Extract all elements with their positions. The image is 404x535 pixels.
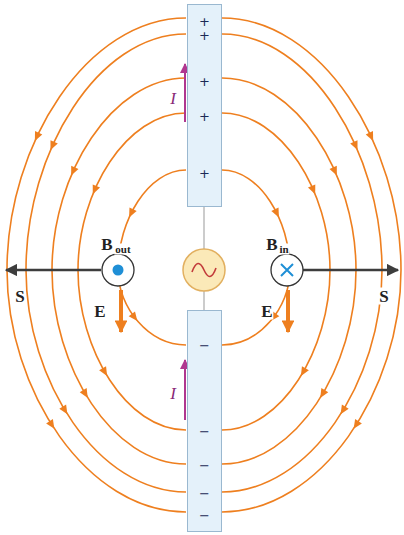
field-arrowhead — [89, 184, 100, 195]
field-arrowhead — [126, 208, 137, 220]
field-arrowhead — [99, 366, 110, 378]
field-line — [26, 34, 186, 492]
negative-charge: − — [199, 339, 210, 352]
antenna-rod: − − − − − — [187, 310, 222, 532]
field-arrowhead — [337, 404, 349, 416]
field-arrowhead — [308, 184, 319, 195]
field-arrowhead — [31, 131, 42, 143]
e-field-label: E — [260, 303, 273, 320]
negative-charge: − — [199, 487, 210, 500]
e-field-arrow — [286, 290, 290, 332]
antenna-rod: +++++ — [187, 4, 222, 207]
b-field-label: B — [265, 236, 278, 253]
ac-source — [183, 249, 225, 291]
poynting-label: S — [14, 288, 25, 305]
field-line — [7, 18, 186, 512]
field-arrowhead — [68, 166, 79, 177]
field-line — [222, 34, 382, 492]
field-arrowhead — [297, 366, 308, 378]
negative-charge: − — [199, 425, 210, 438]
subscript-label: in — [278, 244, 289, 255]
poynting-label: S — [378, 288, 389, 305]
b-field-dot — [113, 265, 124, 276]
current-arrow — [184, 64, 186, 122]
e-field-arrow — [119, 290, 123, 332]
field-arrowhead — [350, 419, 362, 431]
positive-charge: + — [199, 29, 210, 42]
positive-charge: + — [199, 15, 210, 28]
b-field-cross — [281, 264, 293, 276]
field-arrowhead — [59, 404, 71, 416]
feed-wire — [204, 207, 205, 249]
current-label: I — [169, 90, 177, 107]
field-line — [222, 113, 330, 430]
positive-charge: + — [199, 75, 210, 88]
positive-charge: + — [199, 110, 210, 123]
field-arrowhead — [350, 140, 361, 151]
field-arrowhead — [330, 166, 341, 177]
b-field-out-symbol — [102, 254, 134, 286]
negative-charge: − — [199, 459, 210, 472]
field-arrowhead — [366, 131, 377, 143]
field-arrowhead — [47, 140, 58, 151]
field-arrowhead — [46, 419, 58, 431]
b-field-in-symbol — [271, 254, 303, 286]
current-arrow — [184, 360, 186, 420]
feed-wire — [204, 291, 205, 310]
positive-charge: + — [199, 167, 210, 180]
field-line — [78, 113, 186, 430]
b-field-label: B — [100, 236, 113, 253]
field-arrowhead — [317, 388, 328, 400]
field-line — [222, 18, 401, 512]
ac-symbol — [192, 263, 216, 276]
poynting-arrow — [303, 269, 398, 272]
field-arrowhead — [129, 311, 141, 323]
negative-charge: − — [199, 509, 210, 522]
field-arrowhead — [80, 388, 91, 400]
poynting-arrow — [6, 269, 101, 272]
e-field-label: E — [93, 303, 106, 320]
subscript-label: out — [114, 244, 131, 255]
current-label: I — [169, 385, 177, 402]
field-arrowhead — [271, 208, 282, 220]
